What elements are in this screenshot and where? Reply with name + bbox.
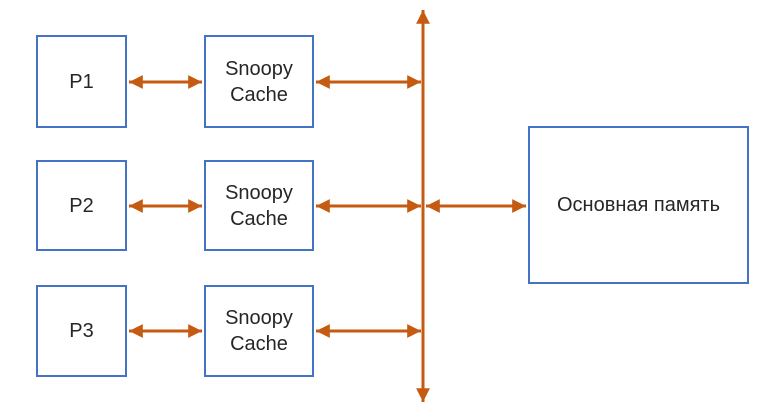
processor-box-p3: P3: [36, 285, 127, 377]
processor-box-p1: P1: [36, 35, 127, 128]
cache-label: Snoopy Cache: [225, 181, 293, 230]
cache-label: Snoopy Cache: [225, 307, 293, 355]
main-memory-box: Основная память: [528, 126, 749, 284]
main-memory-label: Основная память: [556, 194, 721, 216]
cache-label: Snoopy Cache: [225, 57, 293, 106]
processor-label: P2: [69, 194, 94, 217]
snoopy-cache-box-1: Snoopy Cache: [204, 35, 314, 128]
snoopy-cache-box-3: Snoopy Cache: [204, 285, 314, 377]
snoopy-cache-box-2: Snoopy Cache: [204, 160, 314, 251]
processor-label: P3: [69, 320, 94, 342]
processor-box-p2: P2: [36, 160, 127, 251]
processor-label: P1: [69, 70, 94, 93]
